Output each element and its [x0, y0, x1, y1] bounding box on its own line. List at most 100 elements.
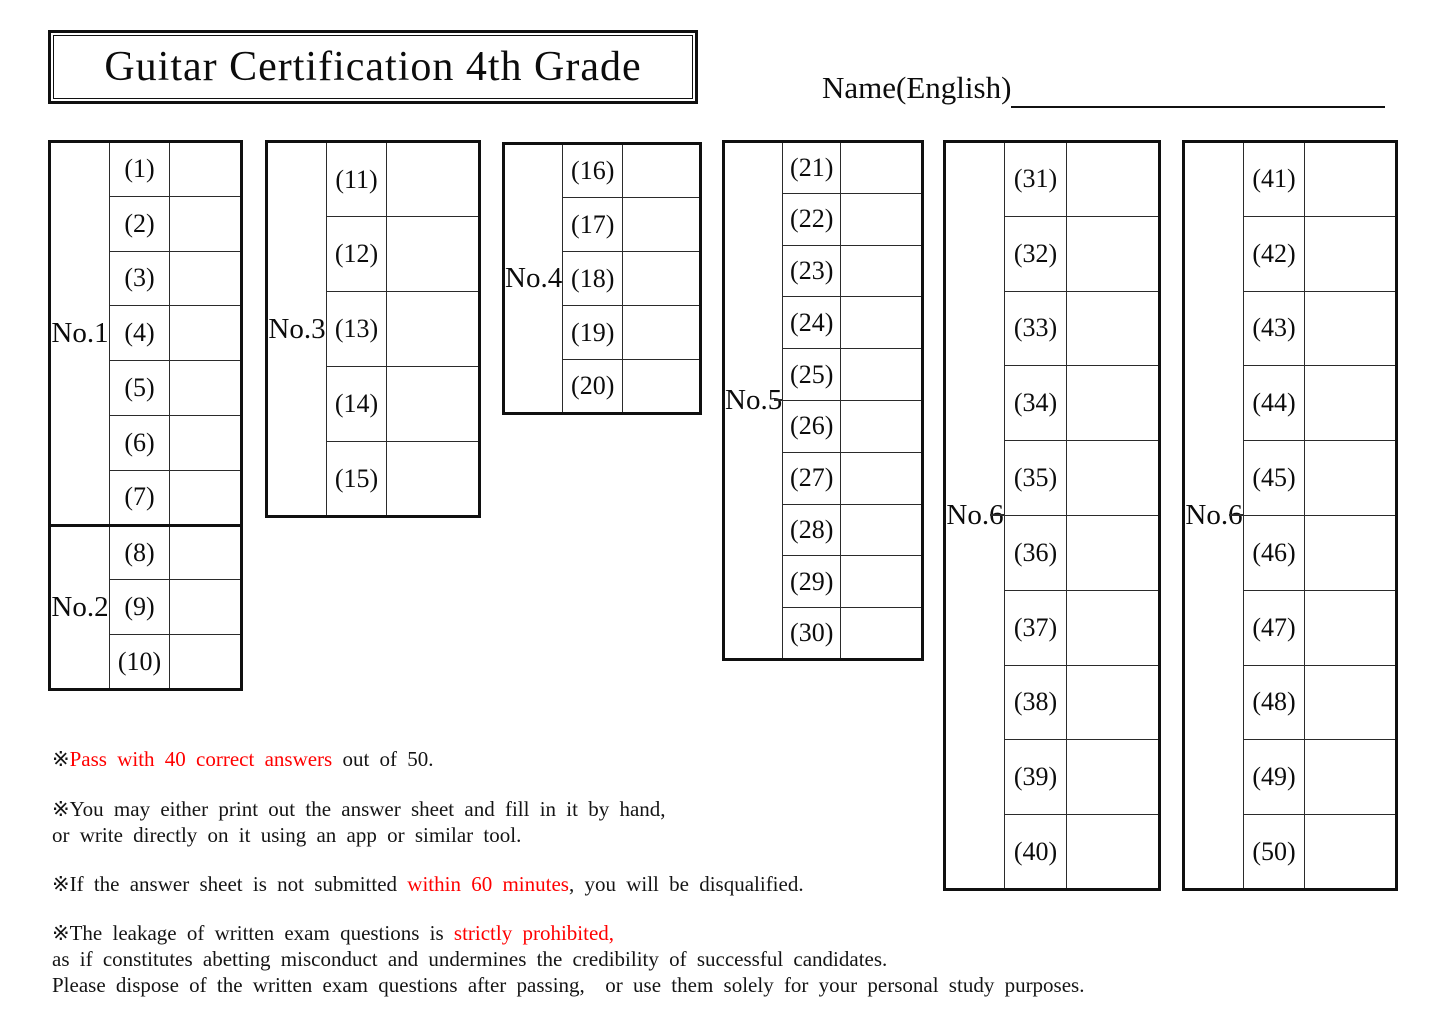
question-number: (44) [1243, 365, 1305, 442]
table-row: (28) [724, 503, 924, 557]
answer-cell-15[interactable] [386, 441, 480, 517]
question-number: (22) [782, 192, 842, 246]
answer-cell-26[interactable] [840, 399, 924, 453]
table-row: (5) [50, 360, 242, 416]
answer-cell-30[interactable] [840, 607, 924, 660]
answer-cell-11[interactable] [386, 141, 480, 217]
table-row: No.1(1) [49, 141, 242, 526]
name-input-line[interactable] [1011, 68, 1386, 108]
question-number: (2) [109, 195, 170, 252]
answer-cell-42[interactable] [1304, 215, 1397, 292]
answer-cell-19[interactable] [622, 305, 702, 360]
answer-cell-18[interactable] [622, 251, 702, 306]
row-divider-dash [990, 514, 1004, 517]
question-number: (47) [1243, 589, 1305, 666]
table-row: (9) [50, 579, 242, 636]
question-number: (29) [782, 555, 842, 609]
answer-cell-29[interactable] [840, 555, 924, 609]
question-number: (37) [1004, 589, 1067, 666]
note-4-line-2: as if constitutes abetting misconduct an… [52, 946, 1392, 972]
answer-cell-35[interactable] [1066, 440, 1160, 516]
title-box: Guitar Certification 4th Grade [48, 30, 698, 104]
note-1: ※Pass with 40 correct answers out of 50. [52, 746, 1392, 772]
answer-cell-38[interactable] [1066, 664, 1160, 741]
question-number: (3) [109, 250, 170, 307]
note-highlighted-text: Pass with 40 correct answers [69, 747, 333, 771]
question-number: (25) [782, 348, 842, 401]
answer-cell-9[interactable] [169, 579, 242, 636]
answer-cell-8[interactable] [169, 523, 242, 581]
answer-cell-16[interactable] [622, 143, 702, 198]
note-text: ※You may either print out the answer she… [52, 797, 666, 821]
answer-cell-45[interactable] [1304, 440, 1397, 516]
question-number: (5) [109, 360, 170, 416]
answer-cell-43[interactable] [1304, 290, 1397, 367]
table-row: (2) [50, 195, 242, 252]
answer-cell-36[interactable] [1066, 514, 1160, 591]
answer-cell-27[interactable] [840, 451, 924, 505]
answer-cell-1[interactable] [169, 141, 242, 197]
answer-cell-40[interactable] [1066, 814, 1160, 890]
table-row: (46) [1184, 514, 1397, 591]
section-label-no2: No.2 [49, 523, 110, 690]
table-row: (25) [724, 348, 924, 401]
answer-cell-44[interactable] [1304, 365, 1397, 442]
answer-table-2: No.3(11)(12)(13)(14)(15) [265, 140, 481, 518]
answer-cell-21[interactable] [840, 141, 924, 194]
answer-cell-41[interactable] [1304, 141, 1397, 217]
answer-cell-32[interactable] [1066, 215, 1160, 292]
answer-cell-20[interactable] [622, 359, 702, 414]
note-4: ※The leakage of written exam questions i… [52, 920, 1392, 998]
question-number: (33) [1004, 290, 1067, 367]
answer-cell-12[interactable] [386, 216, 480, 292]
answer-cell-22[interactable] [840, 192, 924, 246]
answer-cell-3[interactable] [169, 250, 242, 307]
table-row: (23) [724, 244, 924, 298]
table-row: (36) [945, 514, 1160, 591]
answer-cell-39[interactable] [1066, 739, 1160, 816]
answer-cell-14[interactable] [386, 366, 480, 442]
answer-cell-6[interactable] [169, 414, 242, 471]
note-2-line-2: or write directly on it using an app or … [52, 822, 1392, 848]
question-number: (42) [1243, 215, 1305, 292]
table-row: (43) [1184, 290, 1397, 367]
answer-cell-7[interactable] [169, 469, 242, 526]
table-row: (35) [945, 440, 1160, 516]
answer-cell-48[interactable] [1304, 664, 1397, 741]
answer-cell-37[interactable] [1066, 589, 1160, 666]
answer-cell-24[interactable] [840, 296, 924, 350]
table-row: (26) [724, 399, 924, 453]
note-text: as if constitutes abetting misconduct an… [52, 947, 888, 971]
table-row: (38) [945, 664, 1160, 741]
answer-cell-34[interactable] [1066, 365, 1160, 442]
table-row: (42) [1184, 215, 1397, 292]
section-label-no4: No.4 [502, 143, 564, 414]
answer-cell-23[interactable] [840, 244, 924, 298]
question-number: (41) [1243, 141, 1305, 217]
answer-cell-17[interactable] [622, 197, 702, 252]
question-number: (12) [326, 216, 387, 292]
question-number: (24) [782, 296, 842, 350]
question-number: (28) [782, 503, 842, 557]
table-row: (3) [50, 250, 242, 307]
answer-cell-33[interactable] [1066, 290, 1160, 367]
answer-table-4: No.5(21)(22)(23)(24)(25)(26)(27)(28)(29)… [722, 140, 925, 661]
answer-cell-28[interactable] [840, 503, 924, 557]
answer-cell-13[interactable] [386, 291, 480, 367]
question-number: (43) [1243, 290, 1305, 367]
note-3: ※If the answer sheet is not submitted wi… [52, 871, 1392, 897]
answer-cell-5[interactable] [169, 360, 242, 416]
answer-cell-10[interactable] [169, 634, 242, 690]
table-row: (40) [945, 814, 1160, 890]
answer-cell-2[interactable] [169, 195, 242, 252]
question-number: (34) [1004, 365, 1067, 442]
question-number: (15) [326, 441, 387, 517]
answer-cell-4[interactable] [169, 305, 242, 362]
answer-cell-50[interactable] [1304, 814, 1397, 890]
table-row: (50) [1184, 814, 1397, 890]
answer-cell-46[interactable] [1304, 514, 1397, 591]
table-row: No.3(11) [266, 141, 480, 517]
answer-cell-47[interactable] [1304, 589, 1397, 666]
answer-cell-25[interactable] [840, 348, 924, 401]
answer-cell-31[interactable] [1066, 141, 1160, 217]
